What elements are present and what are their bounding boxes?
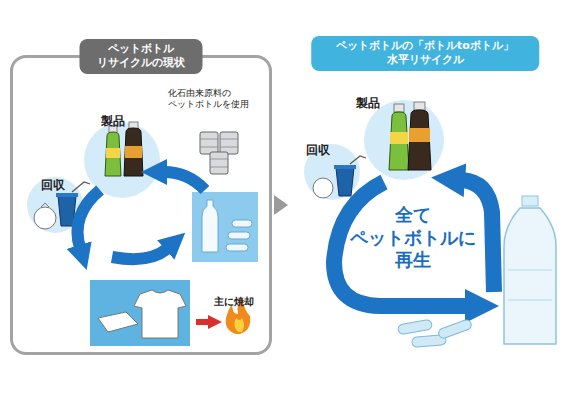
step-name: 製品 [356, 96, 380, 110]
note-text: 化石由来原料の ペットボトルを使用 [168, 88, 254, 111]
step-name: 回収 [306, 143, 330, 157]
headline-text: 全て ペットボトルに 再生 [347, 204, 478, 272]
panel-heading: ペットボトル リサイクルの現状 [80, 39, 203, 74]
step-label: 回収 [41, 178, 65, 192]
step-name: 製品 [101, 114, 125, 128]
step-name: 回収 [41, 178, 65, 192]
note-text: 主に焼却 [214, 296, 254, 309]
step-label: 製品 [101, 114, 125, 128]
step-label: 製品 [356, 96, 380, 110]
panel-heading: ペットボトルの「ボトルtoボトル」 水平リサイクル [311, 36, 539, 71]
step-label: 回収 [306, 143, 330, 157]
flow-arrow [274, 203, 276, 208]
